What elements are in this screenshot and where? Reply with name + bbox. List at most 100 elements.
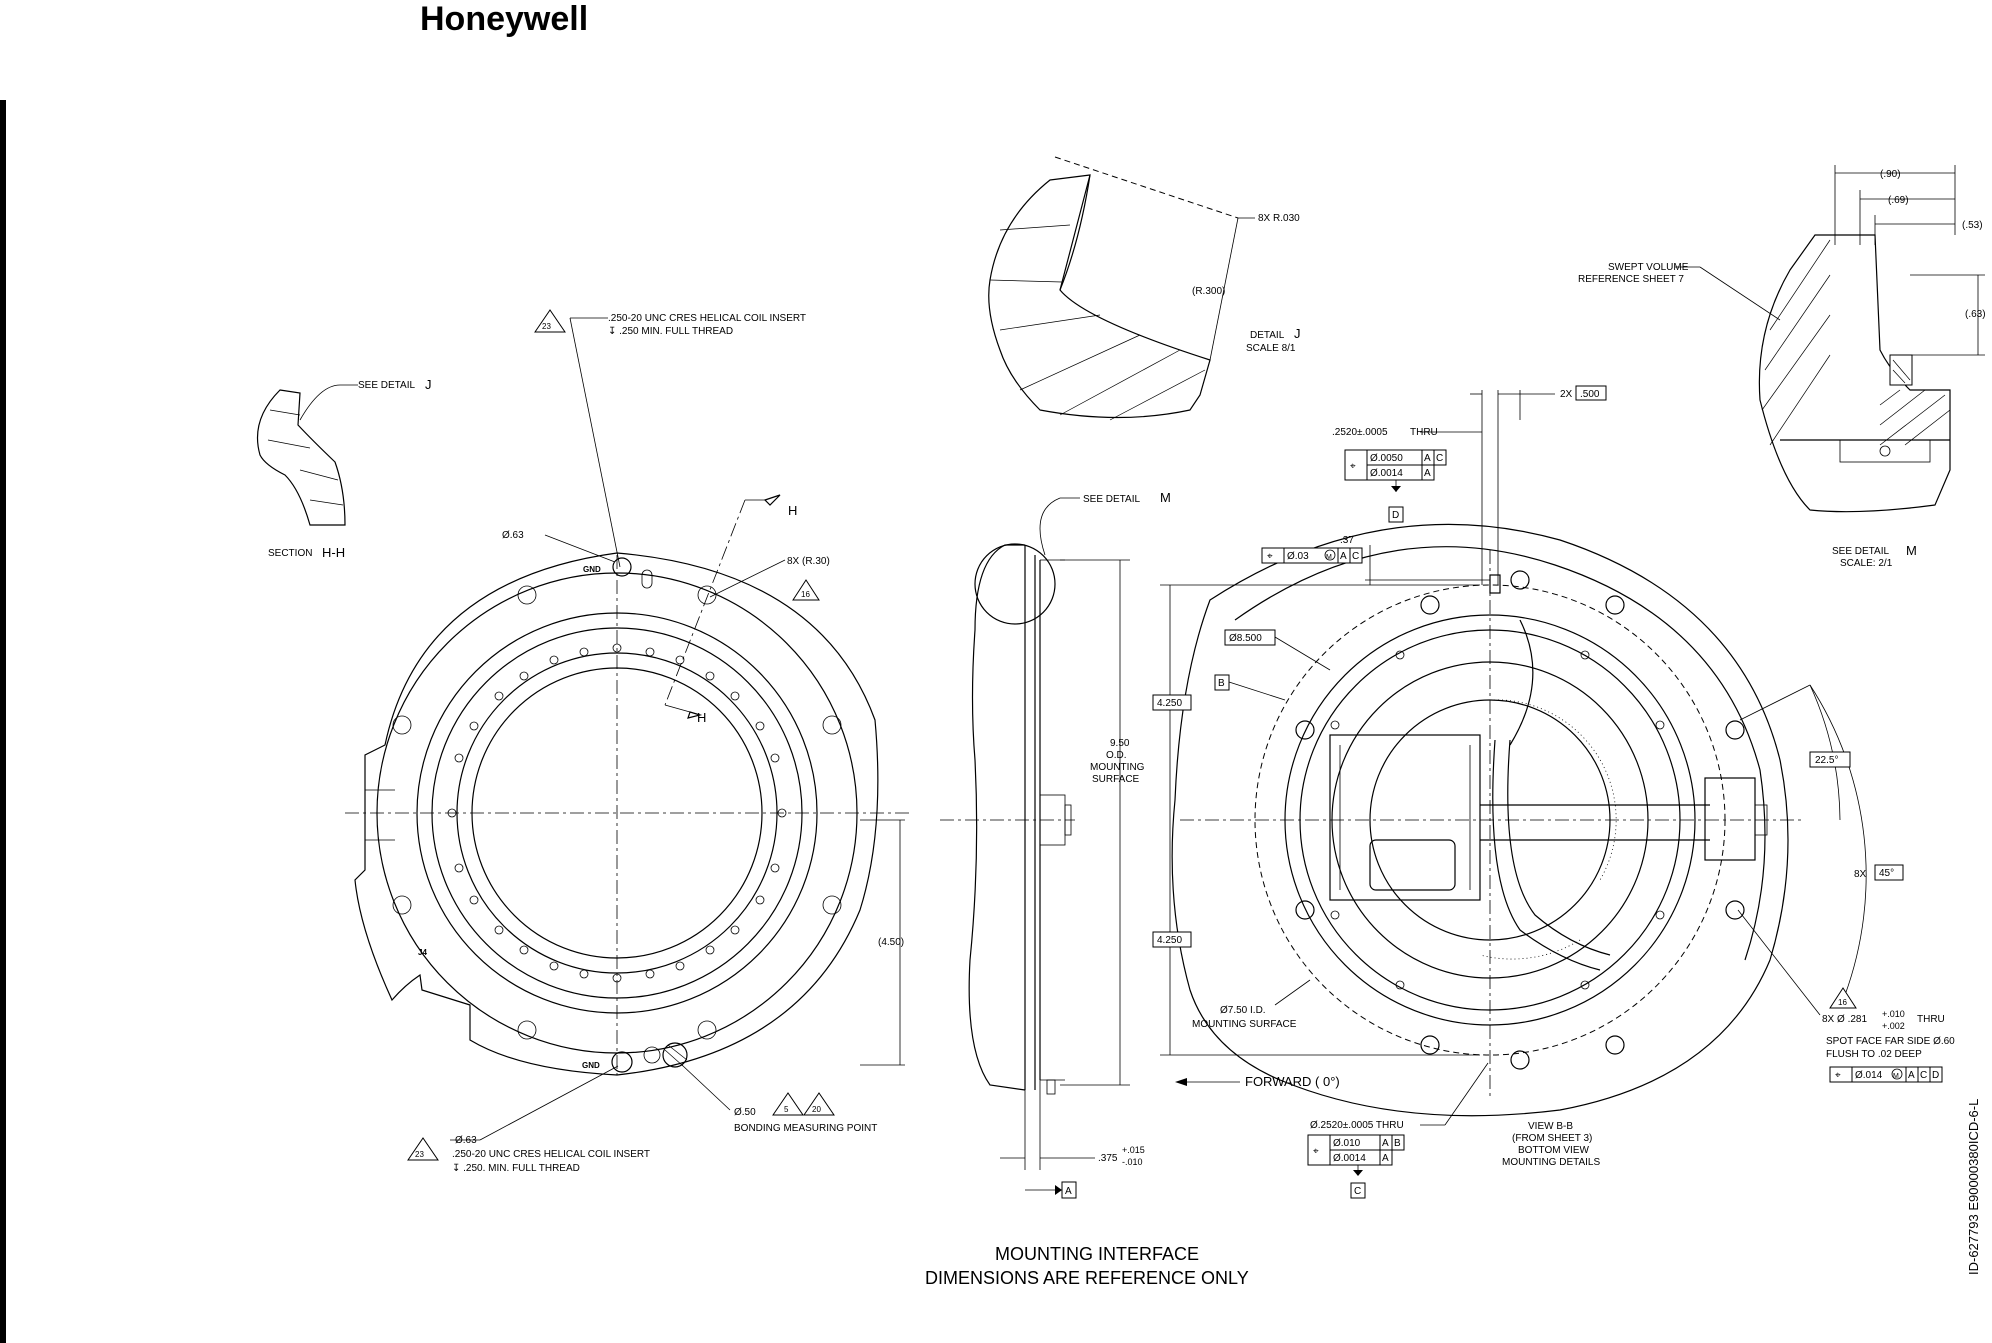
- datum-b: B: [1218, 678, 1225, 689]
- note-16-right: 16: [1838, 998, 1847, 1007]
- angle-225: 22.5°: [1815, 755, 1838, 766]
- fcf1-symbol: ⌖: [1350, 461, 1356, 472]
- fcf3-datum-d: D: [1932, 1070, 1939, 1081]
- note-20: 20: [812, 1105, 821, 1114]
- section-h-h: SEE DETAIL J SECTION H-H: [256, 377, 432, 560]
- forward-label: FORWARD ( 0°): [1245, 1074, 1340, 1089]
- insert-top-line2: ↧ .250 MIN. FULL THREAD: [608, 326, 733, 337]
- section-hh-see-detail-letter: J: [425, 377, 432, 392]
- detail-m-see-detail: SEE DETAIL: [1832, 546, 1889, 557]
- note-23-bottom: 23: [415, 1150, 424, 1159]
- fcf4-row2-datum: A: [1382, 1153, 1389, 1164]
- section-hh-see-detail: SEE DETAIL: [358, 380, 415, 391]
- detail-j: 8X R.030 (R.300) DETAIL J SCALE 8/1: [988, 156, 1301, 421]
- side-tol-minus: -.010: [1122, 1157, 1143, 1167]
- fcf1-row1-datum-c: C: [1436, 453, 1443, 464]
- fcf4-row2-tol: Ø.0014: [1333, 1153, 1366, 1164]
- section-hh-title-letter: H-H: [322, 545, 345, 560]
- dim-2x: 2X: [1560, 389, 1573, 400]
- note-5: 5: [784, 1105, 789, 1114]
- dim-4250-top: 4.250: [1157, 698, 1182, 709]
- swept-line1: SWEPT VOLUME: [1608, 262, 1689, 273]
- footer-title-line2: DIMENSIONS ARE REFERENCE ONLY: [925, 1268, 1249, 1288]
- fcf1-row2-datum: A: [1424, 468, 1431, 479]
- id-line2: MOUNTING SURFACE: [1192, 1019, 1297, 1030]
- note-23-top: 23: [542, 322, 551, 331]
- id-line1: Ø7.50 I.D.: [1220, 1005, 1266, 1016]
- gnd-bottom: GND: [582, 1061, 600, 1070]
- count-8x: 8X: [1854, 869, 1867, 880]
- side-tol-plus: +.015: [1122, 1145, 1145, 1155]
- view-line4: MOUNTING DETAILS: [1502, 1157, 1600, 1168]
- insert-bottom-line1: .250-20 UNC CRES HELICAL COIL INSERT: [452, 1149, 650, 1160]
- fcf1-row2-tol: Ø.0014: [1370, 468, 1403, 479]
- fcf2-symbol: ⌖: [1267, 551, 1273, 562]
- detail-j-title-prefix: DETAIL: [1250, 330, 1285, 341]
- insert-top-line1: .250-20 UNC CRES HELICAL COIL INSERT: [608, 313, 806, 324]
- holes-tol-minus: +.002: [1882, 1021, 1905, 1031]
- left-flange-view: H H 23 .250-20 UNC CRES HELICAL COIL INS…: [345, 309, 910, 1174]
- bond-dia: Ø.50: [734, 1107, 756, 1118]
- od-line1: 9.50: [1110, 738, 1130, 749]
- swept-line2: REFERENCE SHEET 7: [1578, 274, 1684, 285]
- radius-callout-8x: 8X (R.30): [787, 556, 830, 567]
- fcf1-row1-datum-a: A: [1424, 453, 1431, 464]
- side-see-detail: SEE DETAIL: [1083, 494, 1140, 505]
- document-id: ID-627793 E90000380ICD-6-L: [1966, 1099, 1981, 1275]
- dim-37: .37: [1340, 535, 1354, 546]
- od-line4: SURFACE: [1092, 774, 1140, 785]
- view-line3: BOTTOM VIEW: [1518, 1145, 1589, 1156]
- detail-j-title-letter: J: [1294, 326, 1301, 341]
- view-b-b: 2X .500 .2520±.0005 THRU ⌖ Ø.0050 A C Ø.…: [1152, 385, 1955, 1199]
- side-view: SEE DETAIL M 9.50 O.D. MOUNTING SURFACE …: [940, 490, 1171, 1199]
- detail-j-radius-callout: 8X R.030: [1258, 213, 1300, 224]
- fcf3-datum-c: C: [1920, 1070, 1927, 1081]
- angle-45: 45°: [1879, 868, 1894, 879]
- side-see-detail-letter: M: [1160, 490, 1171, 505]
- note-16-left: 16: [801, 590, 810, 599]
- dia-63-bottom: Ø.63: [455, 1135, 477, 1146]
- bonding-label: BONDING MEASURING POINT: [734, 1123, 877, 1134]
- fcf3-mod: M: [1893, 1073, 1899, 1080]
- detail-m-scale: SCALE: 2/1: [1840, 558, 1893, 569]
- cut-h-top: H: [788, 503, 797, 518]
- dim-4250-bottom: 4.250: [1157, 935, 1182, 946]
- spot-face: SPOT FACE FAR SIDE Ø.60: [1826, 1036, 1955, 1047]
- side-thickness: .375: [1098, 1153, 1118, 1164]
- fcf2-mod: M: [1326, 554, 1332, 561]
- flush: FLUSH TO .02 DEEP: [1826, 1049, 1922, 1060]
- dim-m-90: (.90): [1880, 169, 1901, 180]
- dim-500: .500: [1580, 389, 1600, 400]
- datum-c: C: [1354, 1186, 1361, 1197]
- hole-top-size: .2520±.0005: [1332, 427, 1388, 438]
- j4-label: J4: [418, 948, 427, 957]
- datum-a-side: A: [1065, 1186, 1072, 1197]
- gnd-top: GND: [583, 565, 601, 574]
- fcf3-tol: Ø.014: [1855, 1070, 1883, 1081]
- dia-8500: Ø8.500: [1229, 633, 1262, 644]
- honeywell-logo: Honeywell: [420, 0, 588, 38]
- fcf2-datum-c: C: [1352, 551, 1359, 562]
- dia-63-top: Ø.63: [502, 530, 524, 541]
- dim-450: (4.50): [878, 937, 904, 948]
- holes-thru: THRU: [1917, 1014, 1945, 1025]
- view-line2: (FROM SHEET 3): [1512, 1133, 1592, 1144]
- hole-top-thru: THRU: [1410, 427, 1438, 438]
- dim-m-63: (.63): [1965, 309, 1986, 320]
- section-hh-title-prefix: SECTION: [268, 548, 312, 559]
- od-line2: O.D.: [1106, 750, 1127, 761]
- hole-bottom: Ø.2520±.0005 THRU: [1310, 1120, 1404, 1131]
- dim-m-69: (.69): [1888, 195, 1909, 206]
- detail-m: (.90) (.69) (.53) (.63) SWEPT VOLUME REF…: [1578, 165, 1986, 569]
- holes-tol-plus: +.010: [1882, 1009, 1905, 1019]
- fcf2-datum-a: A: [1340, 551, 1347, 562]
- fcf4-row1-datum-a: A: [1382, 1138, 1389, 1149]
- detail-j-scale: SCALE 8/1: [1246, 343, 1296, 354]
- detail-m-see-detail-letter: M: [1906, 543, 1917, 558]
- fcf2-tol: Ø.03: [1287, 551, 1309, 562]
- insert-bottom-line2: ↧ .250. MIN. FULL THREAD: [452, 1163, 580, 1174]
- datum-d: D: [1392, 510, 1399, 521]
- detail-j-radius: (R.300): [1192, 286, 1225, 297]
- fcf3-symbol: ⌖: [1835, 1070, 1841, 1081]
